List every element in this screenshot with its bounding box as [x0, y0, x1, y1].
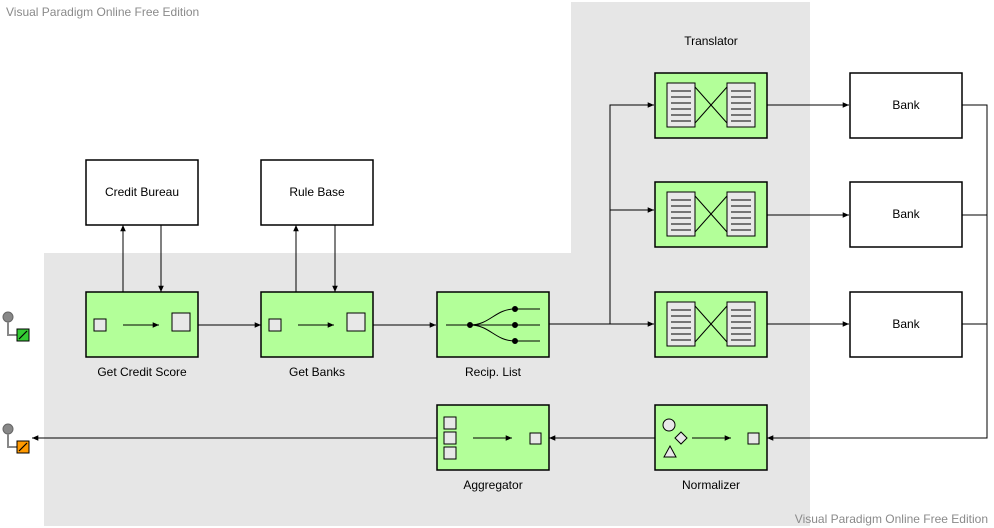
translator-component-3[interactable] [654, 291, 768, 358]
normalizer-component[interactable] [654, 404, 768, 471]
recip-list-component[interactable] [436, 291, 550, 358]
rule-base-box[interactable]: Rule Base [260, 159, 374, 226]
credit-bureau-box[interactable]: Credit Bureau [85, 159, 199, 226]
translator-component-1[interactable] [654, 72, 768, 139]
content-enricher-icon [268, 312, 366, 332]
connectors [31, 102, 988, 441]
get-credit-score-component[interactable] [85, 291, 199, 358]
watermark-bottom: Visual Paradigm Online Free Edition [794, 512, 988, 526]
rule-base-label: Rule Base [289, 185, 345, 199]
start-endpoint-icon[interactable] [2, 311, 30, 342]
bank-label-3: Bank [892, 317, 920, 331]
translator-group-label: Translator [684, 34, 738, 48]
bank-label-2: Bank [892, 207, 920, 221]
translator-component-2[interactable] [654, 181, 768, 248]
message-translator-icon [666, 191, 756, 237]
aggregator-label: Aggregator [463, 478, 522, 492]
aggregator-icon [443, 416, 542, 460]
bank-box-3[interactable]: Bank [849, 291, 963, 358]
normalizer-icon [662, 418, 760, 458]
bank-label-1: Bank [892, 98, 920, 112]
credit-bureau-label: Credit Bureau [105, 185, 179, 199]
watermark-top: Visual Paradigm Online Free Edition [6, 5, 200, 19]
get-banks-component[interactable] [260, 291, 374, 358]
bank-box-2[interactable]: Bank [849, 181, 963, 248]
message-translator-icon [666, 301, 756, 347]
end-endpoint-icon[interactable] [2, 423, 30, 454]
get-credit-score-label: Get Credit Score [97, 365, 187, 379]
message-translator-icon [666, 82, 756, 128]
normalizer-label: Normalizer [682, 478, 740, 492]
bank-box-1[interactable]: Bank [849, 72, 963, 139]
content-enricher-icon [93, 312, 191, 332]
process-region [44, 2, 810, 526]
recip-list-label: Recip. List [465, 365, 522, 379]
recipient-list-icon [446, 306, 540, 344]
get-banks-label: Get Banks [289, 365, 345, 379]
aggregator-component[interactable] [436, 404, 550, 471]
